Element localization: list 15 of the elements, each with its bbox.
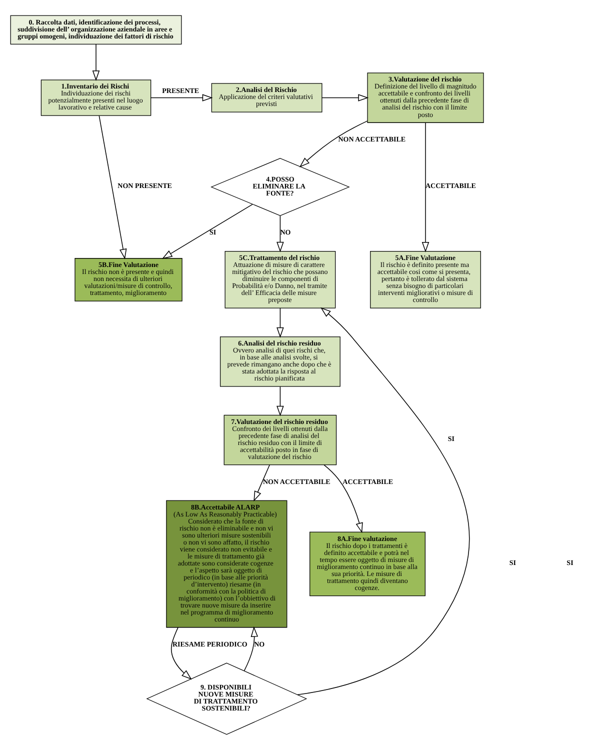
arrow: [297, 307, 470, 696]
arrow: [324, 464, 363, 534]
arrow: [322, 94, 369, 102]
arrow: [92, 44, 100, 81]
arrow: [254, 464, 270, 502]
arrow: [299, 120, 368, 168]
arrow: [276, 386, 284, 416]
arrow: [162, 204, 253, 259]
arrow: [150, 94, 213, 102]
arrow: [171, 627, 192, 680]
arrow: [244, 626, 258, 672]
arrow: [422, 122, 430, 252]
arrow: [98, 115, 127, 260]
arrow: [276, 308, 284, 338]
arrow: [276, 215, 284, 252]
